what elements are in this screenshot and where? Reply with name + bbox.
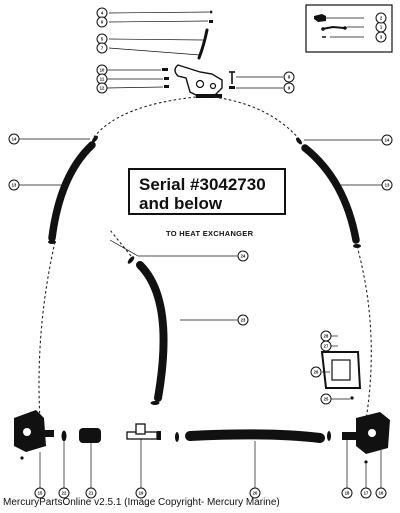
callout-12: 12: [96, 82, 108, 94]
svg-text:17: 17: [364, 491, 369, 496]
callout-13-left: 13: [8, 179, 20, 191]
upper-fitting-assembly: [106, 10, 283, 98]
inset-box: [305, 4, 393, 53]
svg-text:12: 12: [100, 86, 105, 91]
svg-text:23: 23: [241, 318, 246, 323]
svg-text:24: 24: [241, 254, 246, 259]
svg-text:6: 6: [101, 20, 104, 25]
callout-23: 23: [237, 314, 249, 326]
svg-text:19: 19: [139, 491, 144, 496]
svg-text:14: 14: [12, 137, 17, 142]
callout-14-right: 14: [381, 134, 393, 146]
heat-exchanger-label: TO HEAT EXCHANGER: [166, 229, 254, 238]
svg-text:16: 16: [379, 491, 384, 496]
hoses: [48, 135, 361, 443]
svg-text:9: 9: [288, 86, 291, 91]
svg-text:22: 22: [62, 491, 67, 496]
svg-text:18: 18: [345, 491, 350, 496]
svg-text:1: 1: [380, 25, 383, 30]
callout-6: 6: [96, 16, 108, 28]
svg-text:13: 13: [385, 183, 390, 188]
serial-note-box: Serial #3042730 and below: [128, 168, 286, 215]
svg-text:4: 4: [101, 11, 104, 16]
svg-text:5: 5: [101, 37, 104, 42]
callout-28: 28: [320, 330, 332, 342]
callout-13-right: 13: [381, 179, 393, 191]
callout-21: 21: [85, 487, 97, 499]
svg-text:26: 26: [314, 370, 319, 375]
svg-text:25: 25: [324, 397, 329, 402]
callout-25: 25: [320, 393, 332, 405]
svg-text:7: 7: [101, 46, 104, 51]
svg-text:27: 27: [324, 344, 329, 349]
bottom-assembly: [14, 334, 390, 464]
routing-lines: [38, 96, 372, 421]
leader-lines: [19, 138, 382, 488]
callout-27: 27: [320, 340, 332, 352]
svg-text:14: 14: [385, 138, 390, 143]
footer-caption: MercuryPartsOnline v2.5.1 (Image Copyrig…: [3, 497, 280, 508]
callout-9: 9: [283, 82, 295, 94]
svg-text:13: 13: [12, 183, 17, 188]
callout-22: 22: [58, 487, 70, 499]
callout-16: 16: [375, 487, 387, 499]
callout-18: 18: [341, 487, 353, 499]
callout-7: 7: [96, 42, 108, 54]
svg-text:3: 3: [380, 35, 383, 40]
svg-text:10: 10: [100, 68, 105, 73]
svg-text:8: 8: [288, 75, 291, 80]
callout-15: 15: [34, 487, 46, 499]
callout-8: 8: [283, 71, 295, 83]
callout-17: 17: [360, 487, 372, 499]
callout-2: 2: [375, 12, 387, 24]
svg-text:2: 2: [380, 16, 383, 21]
svg-text:28: 28: [324, 334, 329, 339]
svg-text:15: 15: [38, 491, 43, 496]
callout-19: 19: [135, 487, 147, 499]
callout-3: 3: [375, 31, 387, 43]
callout-24: 24: [237, 250, 249, 262]
serial-note-line-2: and below: [139, 194, 223, 213]
svg-text:20: 20: [253, 491, 258, 496]
svg-text:11: 11: [100, 77, 105, 82]
svg-text:21: 21: [89, 491, 94, 496]
callout-14-left: 14: [8, 133, 20, 145]
callout-20: 20: [249, 487, 261, 499]
callout-26: 26: [310, 366, 322, 378]
serial-note-line-1: Serial #3042730: [139, 175, 266, 194]
